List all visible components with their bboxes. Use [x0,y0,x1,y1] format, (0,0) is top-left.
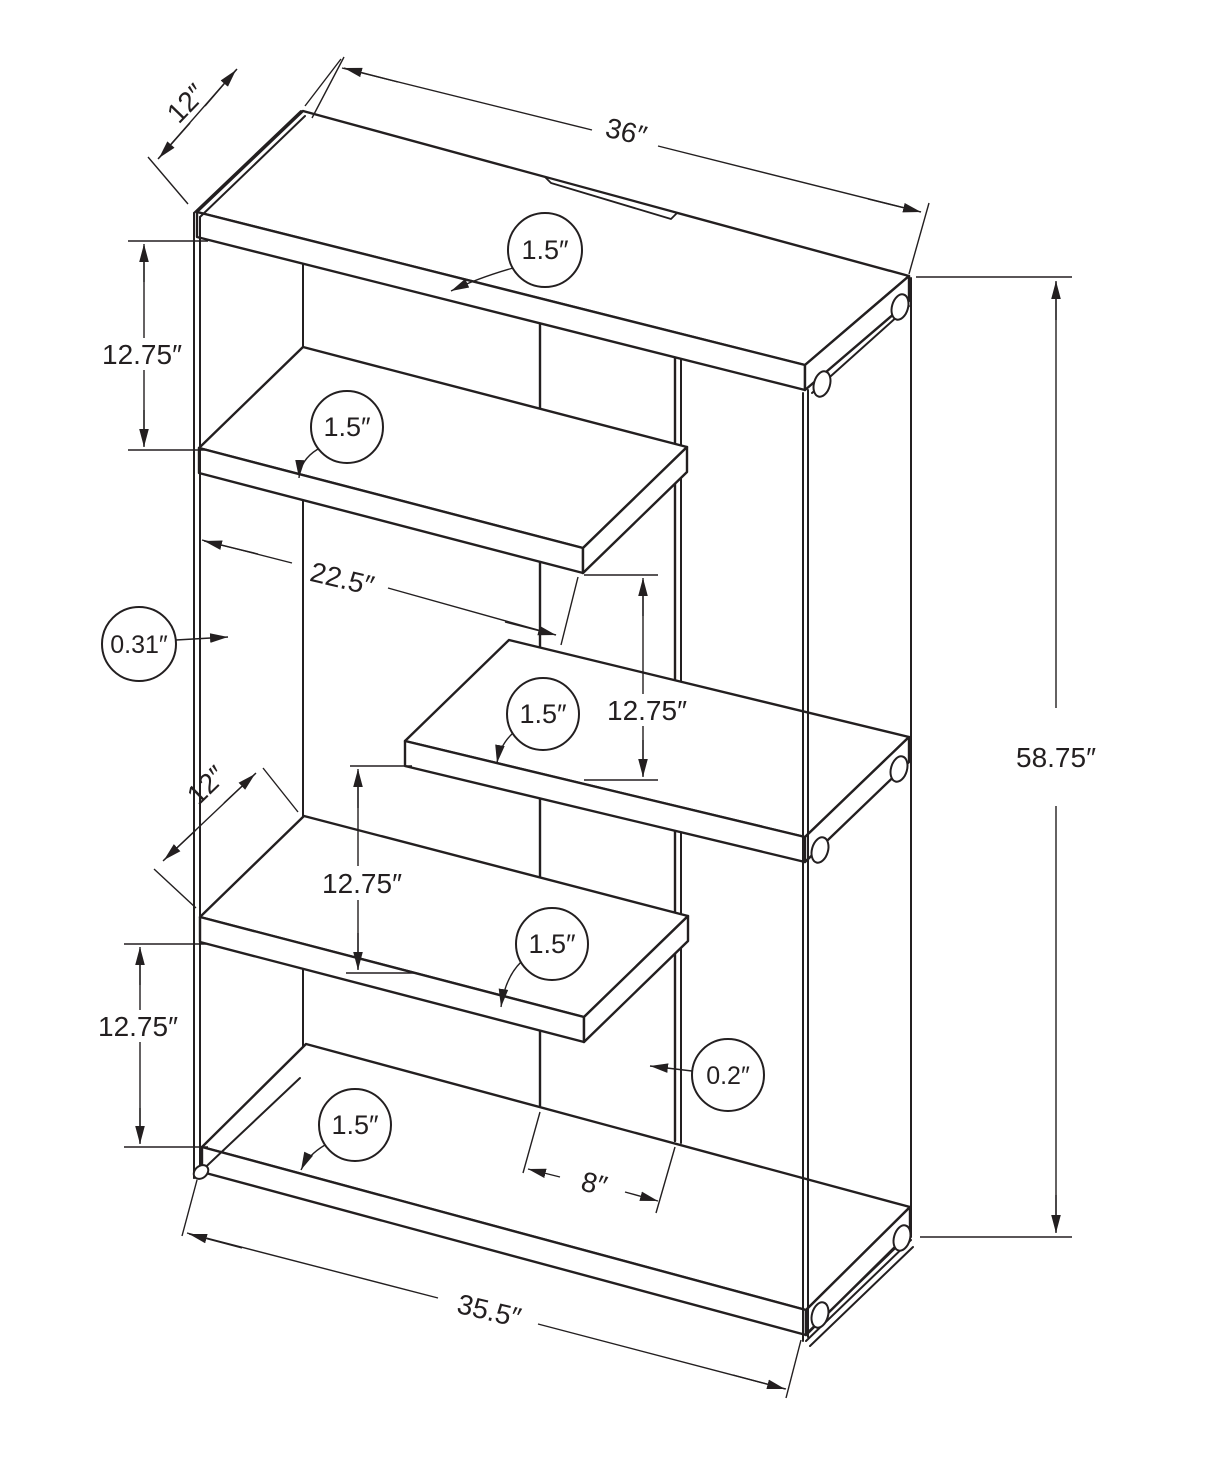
shelf-2 [403,638,911,864]
dim-gap-center: 12.75″ [322,765,415,974]
label-thickness-top: 1.5″ [521,235,569,265]
shelf-1 [197,345,689,575]
dim-total-height: 58.75″ [916,276,1096,1238]
callout-glass-side: 0.31″ [101,606,229,682]
glass-standoff-connectors [810,293,912,1329]
label-glass-side: 0.31″ [110,631,168,659]
label-thickness-shelf1: 1.5″ [323,412,371,442]
label-thickness-bottom: 1.5″ [331,1110,379,1140]
label-shelf-length: 22.5″ [307,556,377,601]
left-glass-foot [192,1164,210,1180]
callout-thickness-top: 1.5″ [450,212,583,292]
top-back-lip [544,176,678,220]
callout-thickness-shelf3: 1.5″ [498,907,589,1008]
label-thickness-shelf2: 1.5″ [519,699,567,729]
dim-gap-bottom-left: 12.75″ [98,943,208,1148]
label-gap-right: 12.75″ [607,695,687,726]
label-thickness-shelf3: 1.5″ [528,929,576,959]
label-top-depth: 12″ [161,78,212,129]
label-gap-center: 12.75″ [322,868,402,899]
left-glass-panel [192,110,306,1180]
dim-gap-right: 12.75″ [584,574,687,781]
callout-thickness-shelf2: 1.5″ [495,677,580,764]
callout-glass-back: 0.2″ [649,1038,765,1112]
label-bottom-width: 35.5″ [454,1288,524,1333]
label-height: 58.75″ [1016,742,1096,773]
right-glass-panel [802,277,914,1347]
label-gap-bottom-left: 12.75″ [98,1011,178,1042]
dim-gap-top-left: 12.75″ [102,240,208,451]
shelf-3 [198,814,690,1044]
label-glass-back: 0.2″ [706,1062,750,1090]
callout-thickness-shelf1: 1.5″ [295,390,384,479]
label-gap-top-left: 12.75″ [102,339,182,370]
label-top-width: 36″ [603,112,650,152]
callout-thickness-bottom: 1.5″ [300,1088,392,1171]
